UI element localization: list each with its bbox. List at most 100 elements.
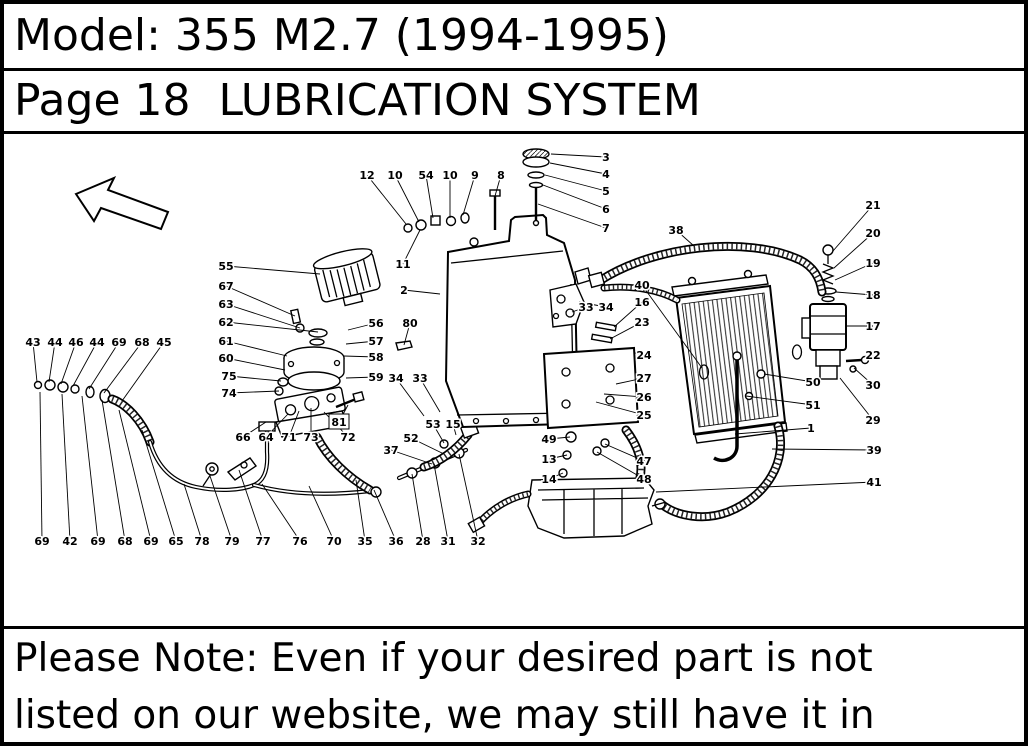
part-number-8: 8 [497, 169, 505, 182]
part-number-3: 3 [602, 151, 610, 164]
part-number-33: 33 [412, 372, 427, 385]
leader-line [118, 409, 152, 541]
part-number-9: 9 [471, 169, 479, 182]
leader-line [548, 472, 564, 480]
part-number-67: 67 [218, 280, 233, 293]
leader-line [494, 174, 502, 196]
part-number-66: 66 [235, 431, 251, 444]
leader-line [613, 301, 643, 328]
part-number-5: 5 [602, 185, 610, 198]
leader-line [32, 341, 38, 382]
leader-line [425, 174, 434, 218]
leader-line [39, 391, 43, 541]
leader-line [395, 377, 425, 417]
thermostat-valve [801, 244, 870, 380]
leader-line [390, 449, 433, 465]
part-number-4: 4 [602, 168, 610, 181]
part-number-28: 28 [415, 535, 430, 548]
part-number-7: 7 [602, 222, 610, 235]
part-number-48: 48 [636, 473, 651, 486]
part-number-64: 64 [258, 431, 274, 444]
part-number-49: 49 [541, 433, 556, 446]
leader-line [366, 174, 407, 225]
leader-line [615, 377, 645, 385]
part-number-79: 79 [224, 535, 239, 548]
leader-line [578, 301, 607, 308]
leader-line [403, 322, 411, 345]
lubrication-diagram: 1210541098345673821201918172230291125567… [24, 148, 883, 549]
leader-line [225, 285, 296, 317]
part-number-10: 10 [387, 169, 403, 182]
leader-line [238, 469, 264, 541]
leader-line [101, 399, 126, 541]
leader-line [228, 390, 280, 394]
leader-line [373, 489, 397, 541]
part-number-71: 71 [281, 431, 296, 444]
leader-line [345, 340, 377, 345]
part-number-65: 65 [168, 535, 183, 548]
leader-line [853, 367, 874, 386]
part-number-73: 73 [303, 431, 318, 444]
leader-line [225, 303, 301, 329]
part-number-42: 42 [62, 535, 77, 548]
part-number-22: 22 [865, 349, 880, 362]
part-number-33: 33 [578, 301, 593, 314]
leader-line [835, 291, 874, 296]
part-number-46: 46 [68, 336, 84, 349]
leader-line [865, 354, 874, 361]
leader-line [183, 483, 203, 541]
oil-filter [312, 247, 381, 307]
leader-line [641, 284, 703, 369]
hose-38 [587, 241, 827, 297]
part-number-53: 53 [425, 418, 440, 431]
leader-line [209, 475, 233, 541]
part-number-75: 75 [221, 370, 236, 383]
part-number-58: 58 [368, 351, 383, 364]
part-number-34: 34 [598, 301, 614, 314]
leader-line [832, 204, 874, 252]
leader-line [432, 423, 445, 444]
leader-line [833, 232, 874, 269]
leader-line [548, 436, 571, 440]
footer-note: Please Note: Even if your desired part i… [4, 629, 1024, 742]
leader-line [462, 174, 476, 215]
leader-line [604, 443, 645, 462]
part-number-11: 11 [395, 258, 410, 271]
leader-line [550, 153, 607, 158]
part-number-78: 78 [194, 535, 209, 548]
part-number-40: 40 [634, 279, 650, 292]
footer-note-line1: Please Note: Even if your desired part i… [14, 635, 873, 681]
part-number-70: 70 [326, 535, 342, 548]
part-number-34: 34 [388, 372, 404, 385]
leader-line [548, 454, 568, 460]
leader-line [225, 265, 321, 275]
leader-line [343, 355, 377, 358]
leader-line [433, 463, 449, 541]
leader-line [734, 427, 812, 435]
leader-line [595, 401, 645, 416]
leader-line [745, 395, 814, 406]
leader-line [537, 203, 607, 229]
part-number-68: 68 [117, 535, 132, 548]
part-number-69: 69 [34, 535, 49, 548]
leader-line [763, 373, 814, 383]
leader-line [542, 184, 607, 210]
leader-line [419, 377, 441, 413]
part-number-76: 76 [292, 535, 308, 548]
part-number-57: 57 [368, 335, 383, 348]
part-number-50: 50 [805, 376, 821, 389]
part-number-72: 72 [340, 431, 355, 444]
part-number-37: 37 [383, 444, 398, 457]
leader-line [571, 306, 587, 313]
part-number-26: 26 [636, 391, 652, 404]
filler-cap-assembly [522, 148, 550, 226]
leader-line [771, 448, 875, 451]
oil-filter-mount [274, 308, 365, 438]
leader-line [675, 229, 695, 247]
footer-note-line2: listed on our website, we may still have… [14, 692, 875, 738]
part-number-6: 6 [602, 203, 610, 216]
leader-line [544, 174, 607, 192]
part-number-47: 47 [636, 455, 651, 468]
